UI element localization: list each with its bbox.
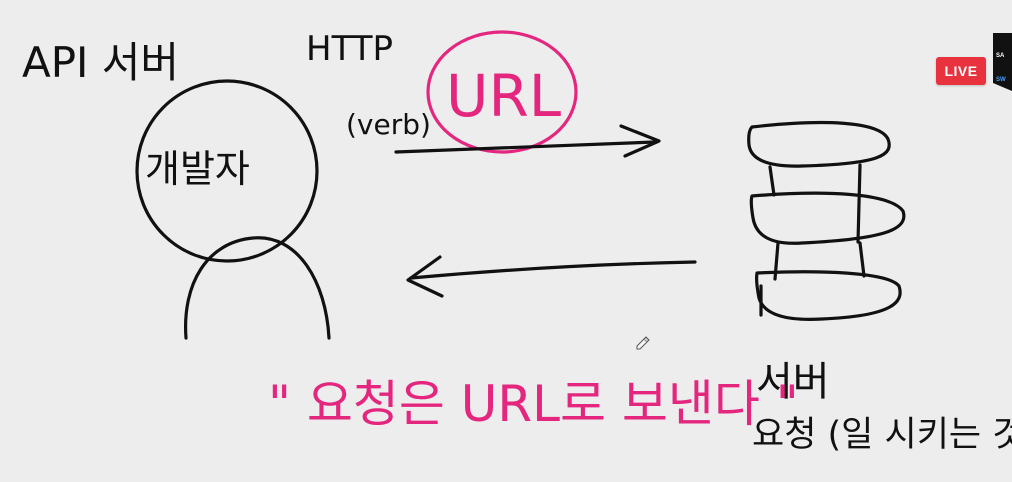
developer-label: 개발자 (145, 147, 250, 191)
brand-badge-tail (993, 83, 1012, 91)
request-description: 요청 (일 시키는 것) (752, 415, 1012, 455)
developer-body (183, 236, 331, 340)
api-server-label: API 서버 (22, 38, 179, 87)
brand-badge: SA SW AC FO YO (993, 33, 1012, 83)
request-arrow-line (394, 140, 657, 154)
brand-line-1: SA (996, 53, 1005, 59)
pen-cursor-icon (636, 336, 650, 350)
server-rack-middle (749, 191, 906, 245)
server-rack-top (747, 120, 891, 168)
server-label: 서버 (756, 359, 830, 405)
http-label: HTTP (306, 29, 393, 69)
request-arrowhead (619, 124, 661, 158)
request-quote: " 요청은 URL로 보낸다 " (268, 375, 799, 433)
developer-head (135, 79, 319, 263)
url-highlight-circle (426, 30, 578, 154)
url-label: URL (446, 62, 561, 130)
live-badge: LIVE (936, 57, 986, 85)
server-rack-connectors (759, 163, 866, 317)
response-arrowhead (406, 255, 444, 298)
verb-label: (verb) (346, 108, 431, 141)
brand-line-2: SW (996, 77, 1006, 83)
server-rack-bottom (755, 270, 902, 321)
response-arrow-line (409, 260, 697, 280)
